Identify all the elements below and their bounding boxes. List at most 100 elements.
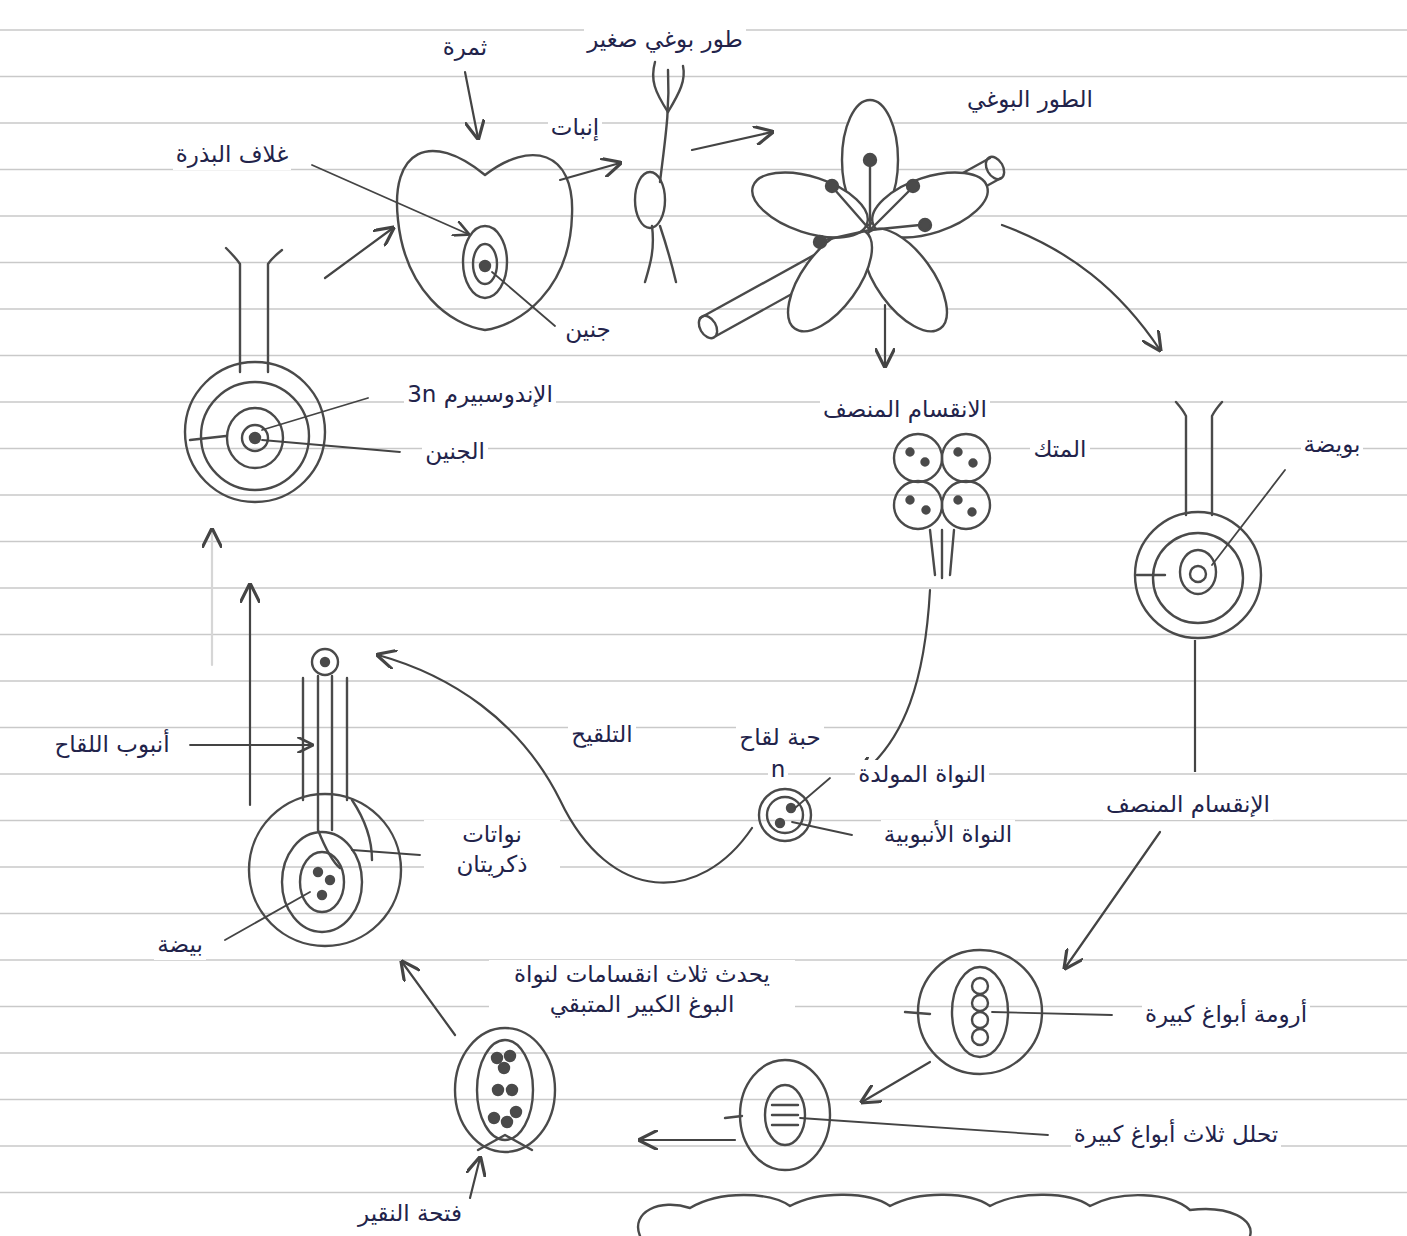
drawing-circle — [907, 497, 914, 504]
part-label: الطور البوغي — [964, 85, 1096, 115]
drawing-path — [1176, 402, 1186, 515]
part-label: أنبوب اللقاح — [51, 730, 172, 760]
part-label: إنبات — [548, 113, 602, 143]
drawing-circle — [919, 219, 931, 231]
drawing-circle — [923, 507, 930, 514]
drawing-path — [800, 1118, 1048, 1135]
drawing-path — [640, 1139, 735, 1141]
drawing-path — [1212, 470, 1285, 565]
drawing-path — [772, 1105, 798, 1125]
ruled-lines — [0, 30, 1407, 1193]
drawing-line — [0, 448, 1407, 450]
drawing-circle — [326, 876, 334, 884]
drawing-circle — [942, 434, 990, 482]
drawing-line — [0, 308, 1407, 310]
drawing-circle — [969, 509, 976, 516]
drawing-path — [645, 226, 653, 282]
drawing-circle — [907, 180, 919, 192]
drawing-path — [352, 850, 420, 855]
drawing-path — [668, 66, 684, 112]
drawing-path — [692, 132, 772, 150]
drawing-circle — [814, 236, 826, 248]
drawing-line — [0, 122, 1407, 124]
drawing-g — [907, 449, 977, 516]
drawing-circle — [907, 449, 914, 456]
drawing-line — [0, 494, 1407, 496]
part-label: التلقيح — [568, 720, 635, 750]
drawing-path — [930, 530, 954, 578]
drawing-circle — [492, 1053, 502, 1063]
drawing-circle — [1190, 566, 1206, 582]
drawing-path — [835, 190, 870, 230]
drawing-path — [795, 778, 830, 808]
drawing-line — [0, 913, 1407, 915]
part-label: n — [768, 755, 789, 785]
drawing-ellipse — [765, 1085, 805, 1145]
drawing-path — [470, 1158, 480, 1198]
drawing-path — [560, 163, 620, 180]
drawing-circle — [864, 154, 876, 166]
part-label: غلاف البذرة — [173, 140, 291, 170]
drawing-path — [268, 250, 282, 372]
part-label: تحلل ثلاث أبواغ كبيرة — [1071, 1120, 1281, 1150]
drawing-ellipse — [477, 1040, 533, 1140]
drawing-line — [0, 773, 1407, 775]
drawing-circle — [321, 658, 329, 666]
drawings — [185, 62, 1261, 1236]
drawing-path — [190, 744, 312, 746]
drawing-path — [660, 70, 668, 182]
drawing-path — [397, 151, 572, 330]
drawing-path — [402, 962, 455, 1035]
drawing-circle — [942, 481, 990, 529]
drawing-circle — [972, 995, 988, 1011]
cycle-arrows — [212, 72, 1160, 1198]
drawing-path — [1137, 574, 1165, 576]
part-label: أرومة أبواغ كبيرة — [1142, 1000, 1310, 1030]
drawing-path — [884, 305, 886, 366]
drawing-path — [860, 590, 930, 775]
part-label: الجنين — [422, 437, 488, 467]
part-label: بيضة — [154, 930, 206, 960]
drawing-path — [638, 1195, 1251, 1236]
drawing-ellipse — [744, 160, 875, 250]
drawing-path — [660, 226, 676, 282]
drawing-ellipse — [227, 408, 283, 468]
drawing-path — [870, 190, 910, 230]
drawing-circle — [955, 497, 962, 504]
drawing-path — [190, 436, 226, 440]
drawing-circle — [787, 804, 795, 812]
drawing-ellipse — [282, 832, 362, 932]
drawing-circle — [250, 433, 260, 443]
drawing-circle — [970, 460, 977, 467]
drawing-g — [489, 1051, 521, 1127]
drawing-circle — [493, 1085, 503, 1095]
drawing-circle — [249, 794, 401, 946]
drawing-line — [0, 355, 1407, 357]
drawing-circle — [499, 1063, 509, 1073]
drawing-path — [870, 225, 920, 230]
drawing-ellipse — [1180, 550, 1216, 594]
part-label: النواة المولدة — [855, 760, 989, 790]
drawing-circle — [318, 891, 326, 899]
drawing-path — [225, 892, 310, 940]
drawing-circle — [972, 1029, 988, 1045]
drawing-ellipse — [300, 852, 344, 912]
drawing-path — [312, 165, 468, 234]
drawing-circle — [185, 362, 325, 502]
part-label: فتحة النقير — [355, 1199, 465, 1229]
drawing-path — [792, 822, 852, 835]
drawing-path — [262, 398, 368, 430]
drawing-path — [492, 272, 555, 326]
drawing-path — [478, 1135, 532, 1150]
drawing-circle — [972, 1012, 988, 1028]
part-label: النواة الأنبوبية — [881, 820, 1015, 850]
drawing-path — [653, 62, 668, 112]
part-label: الإندوسبيرم 3n — [404, 380, 556, 410]
drawing-g — [314, 868, 334, 899]
drawing-path — [211, 530, 213, 665]
drawing-line — [0, 1099, 1407, 1101]
drawing-circle — [1153, 533, 1243, 623]
drawing-g — [744, 100, 995, 345]
